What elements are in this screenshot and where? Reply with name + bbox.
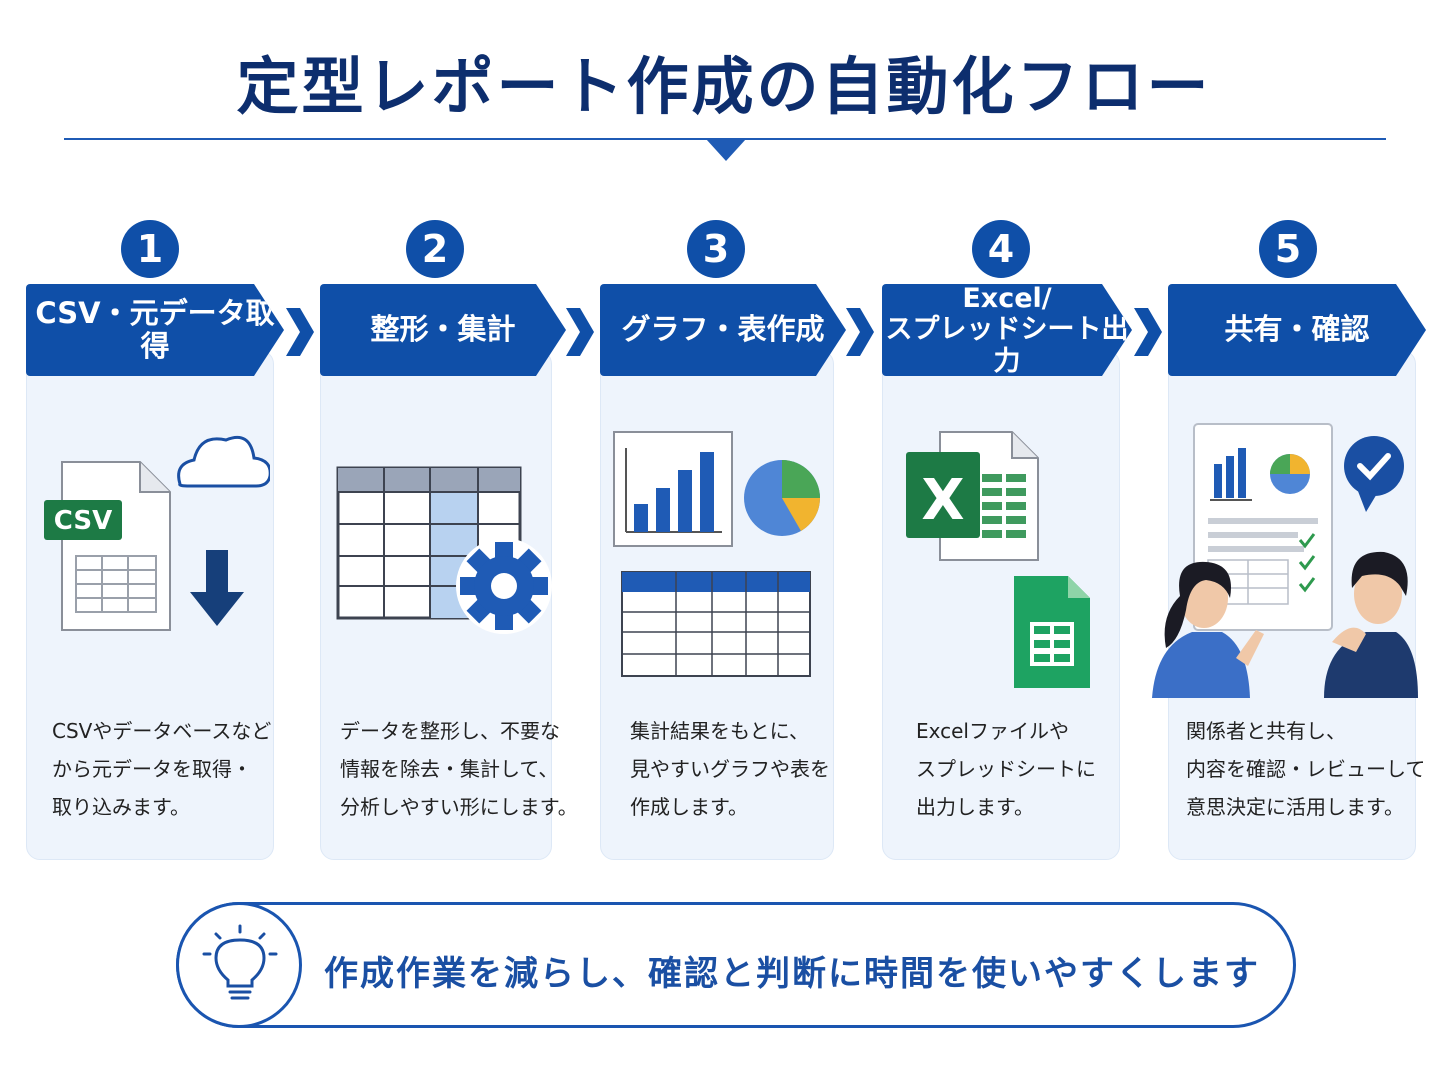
chevron-right-icon [1134, 308, 1162, 356]
step-description: 関係者と共有し、内容を確認・レビューして意思決定に活用します。 [1186, 719, 1426, 819]
table-icon [621, 571, 811, 677]
step-label: グラフ・表作成 [600, 284, 846, 376]
table-icon [336, 466, 552, 634]
chart-illustration [613, 431, 821, 677]
file-illustration: X [906, 431, 1090, 688]
title-notch [706, 139, 746, 161]
cloud-icon [177, 435, 270, 488]
step-label: 整形・集計 [320, 284, 566, 376]
sheets-icon [1014, 576, 1090, 688]
lightbulb-icon [202, 924, 278, 1000]
check-bubble-icon [1344, 436, 1404, 512]
step-label: Excel/スプレッドシート出力 [882, 284, 1132, 376]
step-number: 3 [687, 220, 745, 278]
step-number: 1 [121, 220, 179, 278]
people-icon [1152, 551, 1418, 698]
page-title: 定型レポート作成の自動化フロー [236, 50, 1212, 123]
review-illustration [1152, 423, 1418, 698]
step-number: 2 [406, 220, 464, 278]
step-description: Excelファイルやスプレッドシートに出力します。 [916, 719, 1096, 819]
chevron-right-icon [566, 308, 594, 356]
excel-icon: X [906, 431, 1039, 561]
bar-chart-icon [613, 431, 733, 547]
step-label: CSV・元データ取得 [26, 284, 284, 376]
step-description: 集計結果をもとに、見やすいグラフや表を作成します。 [630, 719, 830, 819]
csv-file-icon: CSV [44, 435, 270, 631]
gear-icon [456, 538, 552, 634]
step-label: 共有・確認 [1168, 284, 1426, 376]
download-arrow-icon [190, 550, 244, 626]
step-description: CSVやデータベースなどから元データを取得・取り込みます。 [52, 719, 272, 819]
step-number: 4 [972, 220, 1030, 278]
pie-chart-icon [744, 460, 821, 536]
excel-badge: X [921, 468, 964, 533]
chevron-right-icon [286, 308, 314, 356]
step-description: データを整形し、不要な情報を除去・集計して、分析しやすい形にします。 [340, 719, 578, 819]
lightbulb-badge [176, 902, 302, 1028]
step-number: 5 [1259, 220, 1317, 278]
chevron-right-icon [846, 308, 874, 356]
summary-message: 作成作業を減らし、確認と判断に時間を使いやすくします [324, 954, 1260, 994]
csv-badge: CSV [54, 506, 112, 536]
